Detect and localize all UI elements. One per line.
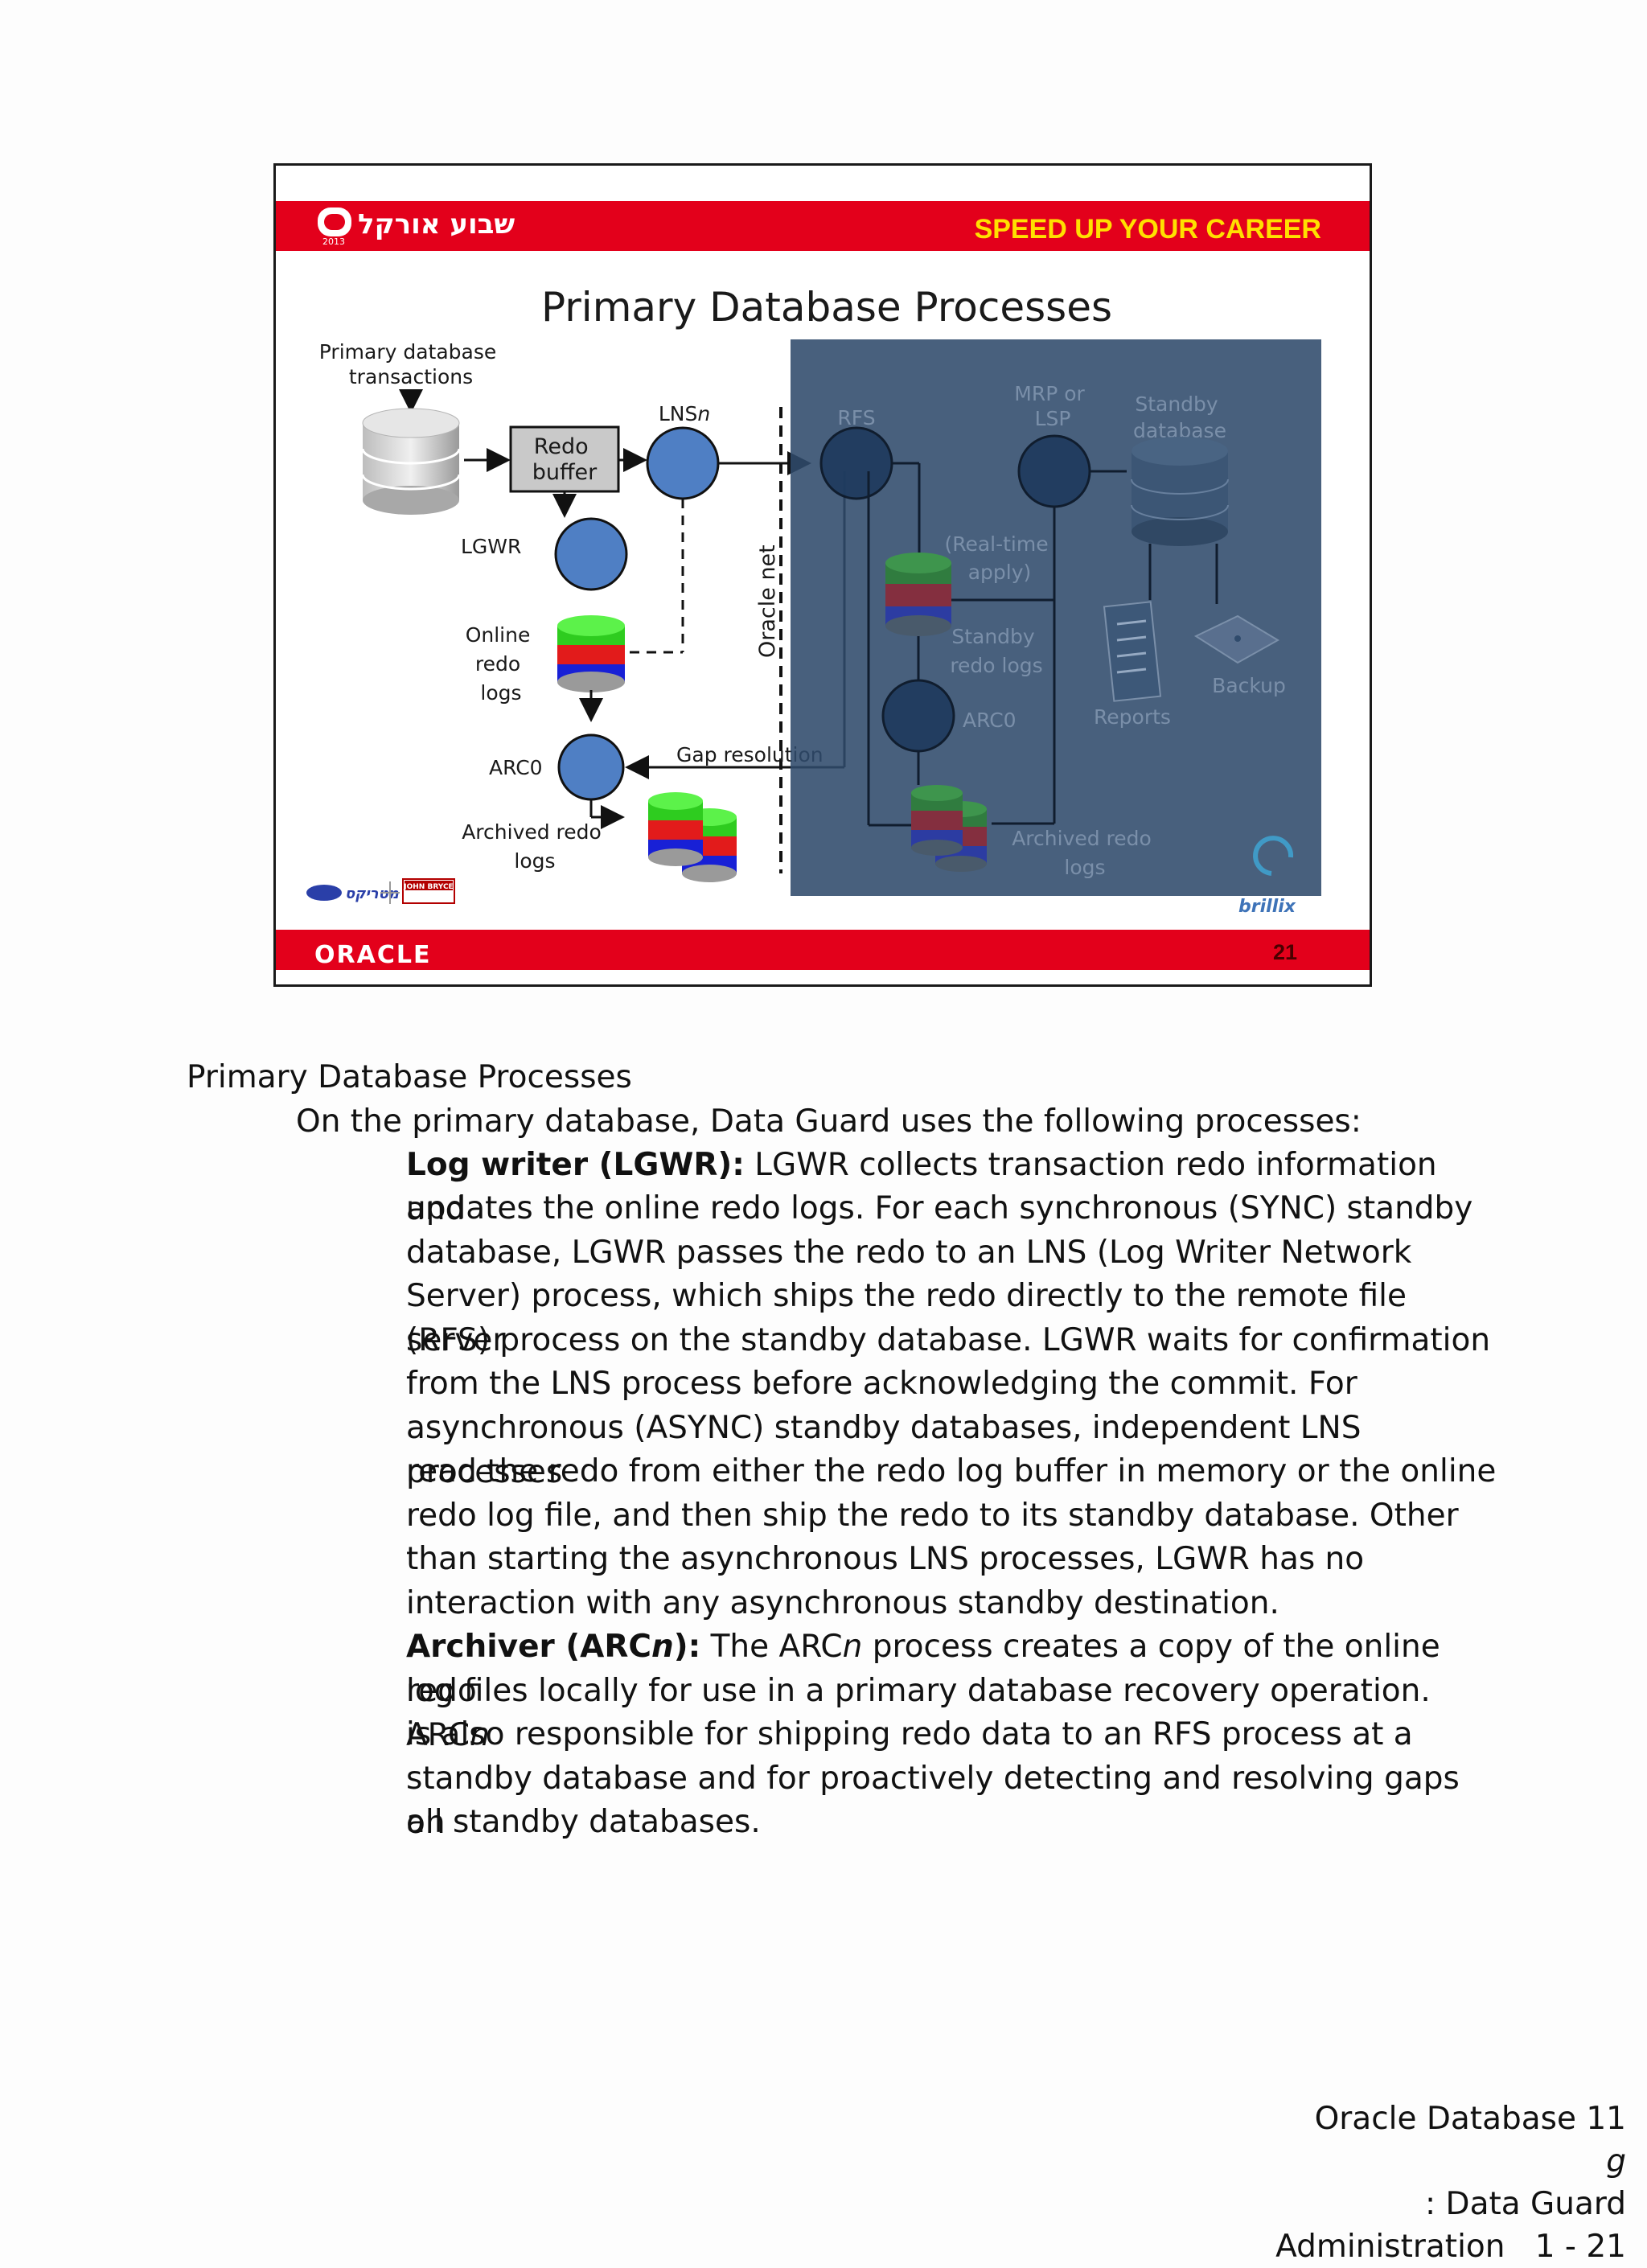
rfs-label: RFS — [837, 406, 875, 429]
arcn-line-2: log files locally for use in a primary d… — [406, 1673, 1431, 1753]
standby-archived-logs-icon — [911, 785, 987, 872]
online-redo-logs-icon — [557, 615, 625, 692]
arc0-standby-process — [881, 679, 955, 753]
arc0-label: ARC0 — [489, 756, 543, 779]
lnsn-process — [646, 426, 720, 500]
notes-intro: On the primary database, Data Guard uses… — [296, 1103, 1362, 1140]
lgwr-line-9: redo log file, and then ship the redo to… — [406, 1498, 1459, 1534]
primary-db-label: Primary database transactions — [319, 340, 503, 388]
standby-redo-logs-icon — [885, 553, 951, 636]
arcn-line-4: standby database and for proactively det… — [406, 1761, 1460, 1841]
lgwr-process — [554, 517, 628, 591]
slide-header-bar — [276, 201, 1370, 251]
lgwr-line-6: from the LNS process before acknowledgin… — [406, 1366, 1357, 1402]
slide-footer-bar — [276, 930, 1370, 970]
arcn-title: Archiver (ARCn): — [406, 1629, 701, 1665]
oracle-week-logo: שבוע אורקל 2013 — [318, 207, 515, 247]
standby-diagram: RFS MRP or LSP Standby database (Real-ti… — [819, 382, 1286, 879]
lgwr-label: LGWR — [461, 535, 521, 558]
arcn-line-3: is also responsible for shipping redo da… — [406, 1716, 1413, 1752]
backup-icon — [1193, 614, 1279, 664]
notes-heading: Primary Database Processes — [187, 1059, 632, 1095]
redo-buffer-box: Redo buffer — [509, 425, 620, 493]
lgwr-line-1: Log writer (LGWR): LGWR collects transac… — [406, 1147, 1437, 1227]
lgwr-line-4: Server) process, which ships the redo di… — [406, 1278, 1407, 1358]
backup-label: Backup — [1212, 674, 1286, 697]
svg-text:מטריקס: מטריקס — [345, 885, 400, 902]
oracle-net-label: Oracle net — [755, 544, 780, 658]
reports-icon — [1103, 601, 1162, 702]
brillix-logo: brillix — [1238, 836, 1296, 917]
slide-image: שבוע אורקל 2013 SPEED UP YOUR CAREER Pri… — [273, 163, 1372, 987]
lgwr-title: Log writer (LGWR): — [406, 1147, 745, 1183]
header-slogan: SPEED UP YOUR CAREER — [975, 214, 1321, 244]
arcn-line-5: all standby databases. — [406, 1804, 761, 1840]
mrp-lsp-label: MRP or LSP — [1014, 382, 1091, 430]
lgwr-line-10: than starting the asynchronous LNS proce… — [406, 1541, 1365, 1577]
archived-redo-logs-icon — [648, 792, 737, 882]
slide-title: Primary Database Processes — [541, 284, 1112, 331]
mrp-lsp-process — [1017, 434, 1091, 508]
lgwr-line-8: read the redo from either the redo log b… — [406, 1453, 1497, 1489]
standby-database-icon — [1131, 437, 1229, 546]
matrix-logo: מטריקס — [306, 881, 400, 904]
john-bryce-logo: JOHN BRYCE — [402, 878, 455, 904]
footer-page-number: Administration 1 - 21 — [1275, 2229, 1626, 2265]
lgwr-line-2: updates the online redo logs. For each s… — [406, 1190, 1473, 1226]
svg-text:2013: 2013 — [322, 236, 345, 247]
svg-text:brillix: brillix — [1238, 897, 1296, 917]
lgwr-line-3: database, LGWR passes the redo to an LNS… — [406, 1235, 1412, 1271]
svg-text:Redo buffer: Redo buffer — [532, 434, 598, 485]
arc0-process — [557, 733, 625, 801]
lnsn-label: LNSn — [659, 402, 710, 425]
svg-text:שבוע אורקל: שבוע אורקל — [358, 208, 515, 240]
rfs-process — [819, 426, 893, 500]
lgwr-line-11: interaction with any asynchronous standb… — [406, 1585, 1279, 1621]
arcn-line-1: Archiver (ARCn): The ARCn process create… — [406, 1629, 1440, 1709]
svg-text:JOHN BRYCE: JOHN BRYCE — [403, 883, 453, 891]
standby-archived-logs-label: Archived redo logs — [1012, 827, 1158, 879]
reports-label: Reports — [1094, 705, 1171, 729]
primary-database-icon — [361, 408, 461, 515]
online-redo-logs-label: Online redo logs — [466, 623, 537, 705]
archived-redo-logs-label: Archived redo logs — [462, 820, 608, 873]
slide-number: 21 — [1273, 940, 1297, 964]
real-time-apply-label: (Real-time apply) — [944, 532, 1054, 584]
arc0-standby-label: ARC0 — [963, 709, 1017, 732]
lgwr-line-5: (RFS) process on the standby database. L… — [406, 1322, 1491, 1358]
oracle-logo: ORACLE — [314, 941, 431, 969]
standby-redo-logs-label: Standby redo logs — [950, 625, 1042, 677]
lgwr-line-7: asynchronous (ASYNC) standby databases, … — [406, 1410, 1362, 1490]
